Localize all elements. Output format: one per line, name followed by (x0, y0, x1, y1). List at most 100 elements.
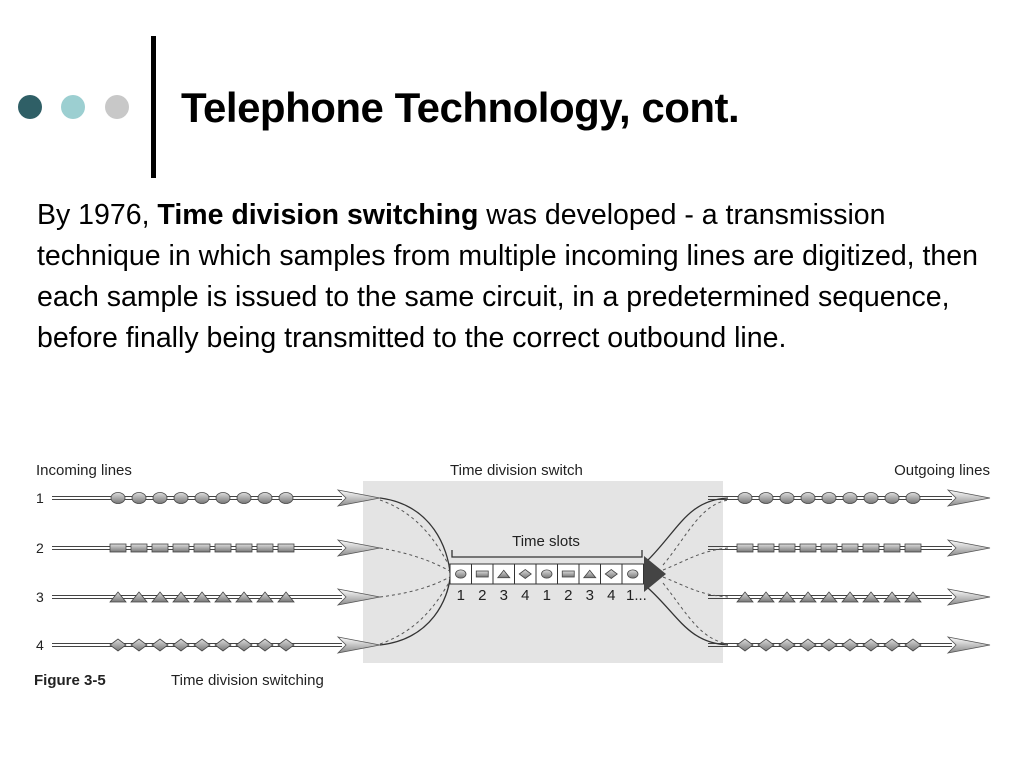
outgoing-4-sample (799, 638, 817, 652)
line-number-4: 4 (36, 637, 44, 653)
incoming-4-sample (256, 638, 274, 652)
body-rest: was developed - a transmission technique… (37, 199, 978, 354)
incoming-1-sample (215, 492, 231, 504)
body-paragraph: By 1976, Time division switching was dev… (37, 195, 1002, 359)
line-number-2: 2 (36, 540, 44, 556)
incoming-3-sample (235, 591, 253, 603)
incoming-4-sample (172, 638, 190, 652)
outgoing-2-sample (778, 543, 796, 553)
slot-number: 3 (586, 587, 594, 604)
incoming-1-sample (110, 492, 126, 504)
outgoing-2-sample (904, 543, 922, 553)
outgoing-2-sample (799, 543, 817, 553)
slot-number: 3 (500, 587, 508, 604)
outgoing-3-sample (841, 591, 859, 603)
outgoing-4-sample (862, 638, 880, 652)
slot-number: 2 (478, 587, 486, 604)
switch-output-arrow (644, 556, 666, 592)
incoming-3-sample (256, 591, 274, 603)
incoming-line-2-arrowhead (336, 539, 381, 557)
outgoing-2-sample (736, 543, 754, 553)
incoming-2-sample (235, 543, 253, 553)
incoming-1-sample (236, 492, 252, 504)
incoming-4-sample (277, 638, 295, 652)
time-slot-sample (582, 569, 597, 579)
outgoing-1-sample (758, 492, 774, 504)
incoming-4-sample (151, 638, 169, 652)
switch-label: Time division switch (450, 462, 583, 479)
outgoing-4-sample (841, 638, 859, 652)
dot-gray (105, 95, 129, 119)
incoming-4-sample (130, 638, 148, 652)
body-term: Time division switching (157, 199, 479, 231)
figure-caption: Time division switching (171, 672, 324, 689)
outgoing-3-sample (820, 591, 838, 603)
time-slot-strip (449, 563, 644, 585)
outgoing-4-sample (757, 638, 775, 652)
slot-number: 2 (564, 587, 572, 604)
incoming-4-sample (109, 638, 127, 652)
outgoing-2-sample (841, 543, 859, 553)
incoming-1-sample (278, 492, 294, 504)
figure-number: Figure 3-5 (34, 672, 106, 689)
slide-title: Telephone Technology, cont. (181, 84, 740, 131)
time-slots-label: Time slots (512, 533, 580, 550)
incoming-2-sample (172, 543, 190, 553)
outgoing-4-sample (736, 638, 754, 652)
incoming-3-sample (277, 591, 295, 603)
outgoing-3-sample (799, 591, 817, 603)
incoming-1-sample (131, 492, 147, 504)
switch-funnel-out-top (647, 497, 729, 561)
slot-number: 1 (543, 587, 551, 604)
time-slot-sample (518, 569, 532, 579)
outgoing-line-3-arrowhead (946, 588, 991, 606)
incoming-1-sample (194, 492, 210, 504)
slot-number: 1 (457, 587, 465, 604)
tdm-diagram: Incoming lines Time division switch Outg… (34, 462, 991, 689)
dashed-route-in-4 (379, 580, 451, 645)
outgoing-2-sample (862, 543, 880, 553)
incoming-3-sample (214, 591, 232, 603)
incoming-4-sample (235, 638, 253, 652)
outgoing-2-sample (820, 543, 838, 553)
incoming-1-sample (173, 492, 189, 504)
outgoing-line-2-arrowhead (946, 539, 991, 557)
outgoing-4-sample (778, 638, 796, 652)
incoming-4-sample (193, 638, 211, 652)
dot-teal (61, 95, 85, 119)
outgoing-1-sample (737, 492, 753, 504)
decorative-dots (18, 95, 129, 119)
time-slot-sample (561, 570, 575, 578)
slot-number: 4 (607, 587, 615, 604)
dot-dark (18, 95, 42, 119)
dashed-route-out-3 (662, 576, 729, 598)
incoming-line-4-arrowhead (336, 636, 381, 654)
outgoing-1-sample (863, 492, 879, 504)
outgoing-line-4-arrowhead (946, 636, 991, 654)
outgoing-1-sample (842, 492, 858, 504)
incoming-4-sample (214, 638, 232, 652)
outgoing-lines-label: Outgoing lines (894, 462, 990, 479)
outgoing-3-sample (757, 591, 775, 603)
dashed-route-out-1 (662, 499, 729, 566)
outgoing-1-sample (800, 492, 816, 504)
outgoing-3-sample (883, 591, 901, 603)
time-slot-sample (475, 570, 489, 578)
outgoing-2-sample (757, 543, 775, 553)
outgoing-3-sample (862, 591, 880, 603)
time-slot-sample (604, 569, 618, 579)
dashed-route-in-1 (379, 499, 451, 568)
time-slot-sample (455, 569, 467, 579)
dashed-route-out-2 (662, 547, 729, 571)
outgoing-3-sample (736, 591, 754, 603)
outgoing-4-sample (883, 638, 901, 652)
incoming-2-sample (214, 543, 232, 553)
outgoing-4-sample (820, 638, 838, 652)
title-divider (151, 36, 156, 178)
line-number-1: 1 (36, 490, 44, 506)
time-slots-brace (451, 550, 643, 558)
incoming-3-sample (130, 591, 148, 603)
